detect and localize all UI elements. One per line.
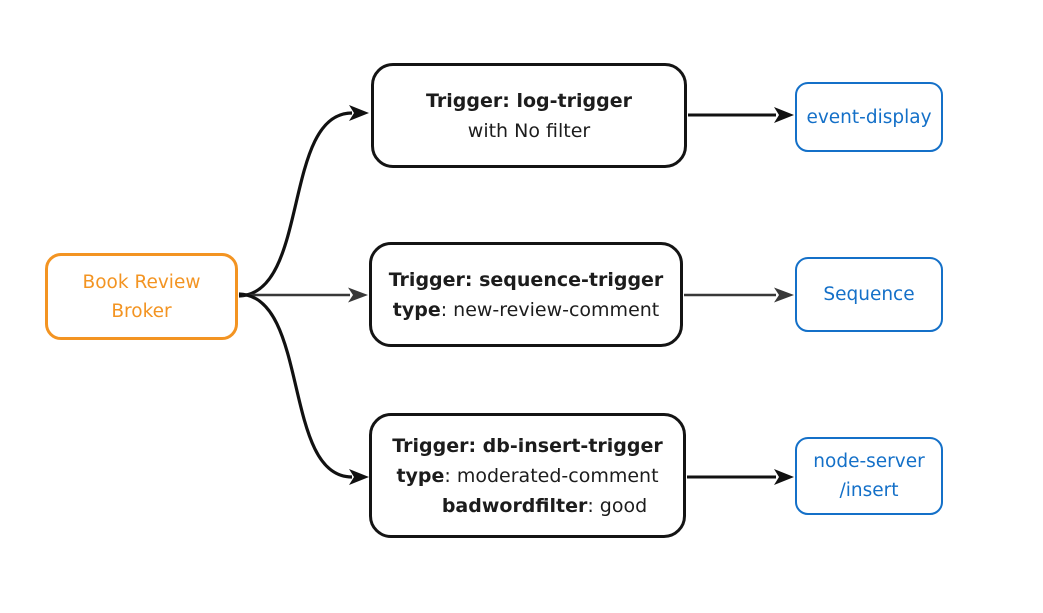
arrowhead-sequence-icon — [774, 287, 794, 303]
trigger-db-insert-attr: type: moderated-comment — [396, 461, 658, 491]
trigger-db-insert-filter-key: badwordfilter — [441, 494, 588, 517]
node-node-server-insert: node-server /insert — [795, 437, 943, 515]
trigger-sequence-attr-value: : new-review-comment — [440, 298, 660, 321]
node-trigger-log: Trigger: log-trigger with No filter — [371, 63, 687, 168]
trigger-log-title: Trigger: log-trigger — [426, 89, 632, 112]
node-sequence: Sequence — [795, 257, 943, 332]
node-event-display: event-display — [795, 82, 943, 152]
node-trigger-sequence: Trigger: sequence-trigger type: new-revi… — [369, 242, 683, 347]
arrowhead-node-server-icon — [774, 469, 794, 485]
trigger-sequence-attr-key: type — [392, 298, 441, 321]
node-broker: Book Review Broker — [45, 253, 238, 340]
trigger-log-subtitle: with No filter — [467, 119, 591, 142]
event-display-label: event-display — [806, 106, 932, 128]
trigger-db-insert-filter-value: : good — [587, 494, 648, 517]
trigger-sequence-attr: type: new-review-comment — [393, 295, 660, 325]
edge-broker-to-log-trigger — [238, 111, 353, 298]
node-trigger-db-insert: Trigger: db-insert-trigger type: moderat… — [369, 413, 686, 538]
arrowhead-log-trigger-icon — [349, 105, 369, 121]
trigger-db-insert-attr-key: type — [396, 464, 445, 487]
node-server-label-line1: node-server — [813, 451, 925, 472]
trigger-db-insert-filter: badwordfilter: good — [442, 491, 647, 521]
arrowhead-event-display-icon — [774, 107, 794, 123]
trigger-db-insert-attr-value: : moderated-comment — [444, 464, 659, 487]
broker-label-line2: Broker — [111, 300, 172, 322]
trigger-sequence-title: Trigger: sequence-trigger — [388, 268, 664, 291]
node-server-label-line2: /insert — [839, 480, 899, 501]
trigger-db-insert-title: Trigger: db-insert-trigger — [392, 434, 663, 457]
broker-label-line1: Book Review — [82, 271, 201, 293]
arrowhead-db-insert-trigger-icon — [349, 469, 369, 485]
sequence-label: Sequence — [823, 284, 915, 305]
arrowhead-sequence-trigger-icon — [348, 287, 368, 303]
edge-broker-to-db-insert-trigger — [238, 292, 353, 479]
